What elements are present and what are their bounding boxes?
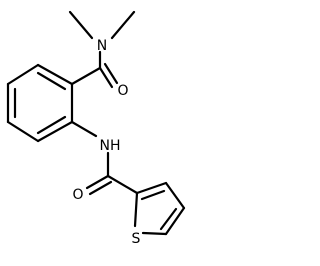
bond-amide-double-b [88, 180, 113, 196]
benzene-bond-5 [36, 120, 74, 143]
thiophene-bond-c2-c3 [135, 181, 168, 195]
atom-n-amide: N [97, 38, 107, 54]
thiophene-inner-double-2 [159, 207, 178, 231]
atom-labels: N O NH O S [72, 38, 140, 247]
bond-methyl-right [110, 10, 136, 40]
benzene-bond-4 [6, 120, 40, 143]
thiophene-bond-s-c2 [133, 191, 139, 228]
benzene-inner-double-1 [36, 71, 67, 91]
bond-ring-nh [70, 120, 98, 138]
bond-carbonyl-double-b [103, 62, 119, 85]
thiophene-bond-c5-s [141, 231, 168, 236]
bond-methyl-left [68, 10, 94, 40]
thiophene-inner-double-1 [140, 189, 166, 201]
thiophene-bond-c3-c4 [164, 181, 186, 210]
benzene-bond-1 [36, 63, 74, 86]
atom-o-thiophene-amide: O [72, 187, 83, 203]
bonds [6, 10, 186, 236]
atom-nh: NH [100, 138, 121, 154]
thiophene-bond-c4-c5 [164, 206, 186, 236]
atom-o-amide: O [117, 83, 128, 99]
bond-carbonyl-ring [70, 66, 102, 86]
bond-amide-thiophene [106, 174, 139, 195]
atom-s-thiophene: S [132, 231, 141, 247]
bond-carbonyl-double-a [98, 66, 114, 89]
molecule-structure: N O NH O S [6, 10, 186, 247]
benzene-inner-double-3 [36, 115, 67, 135]
bond-amide-double-a [85, 174, 110, 190]
benzene-bond-2 [6, 63, 40, 86]
